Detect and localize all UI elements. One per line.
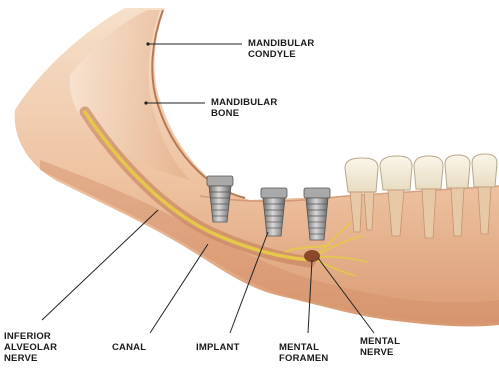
label-canal: CANAL	[112, 342, 146, 353]
label-implant: IMPLANT	[196, 342, 240, 353]
leader-inferior-alveolar-nerve	[42, 210, 158, 320]
tooth	[380, 156, 412, 190]
tooth	[345, 158, 378, 192]
leader-canal	[150, 244, 208, 333]
pointer-dot	[144, 101, 147, 104]
label-mandibular-bone: MANDIBULAR BONE	[211, 97, 277, 119]
label-mandibular-condyle: MANDIBULAR CONDYLE	[248, 38, 314, 60]
label-mental-nerve: MENTAL NERVE	[360, 336, 400, 358]
label-inferior-alveolar-nerve: INFERIOR ALVEOLAR NERVE	[4, 331, 57, 364]
tooth	[445, 155, 470, 188]
tooth	[414, 156, 443, 189]
tooth	[472, 154, 497, 187]
pointer-dot	[146, 42, 149, 45]
label-mental-foramen: MENTAL FORAMEN	[279, 342, 328, 364]
